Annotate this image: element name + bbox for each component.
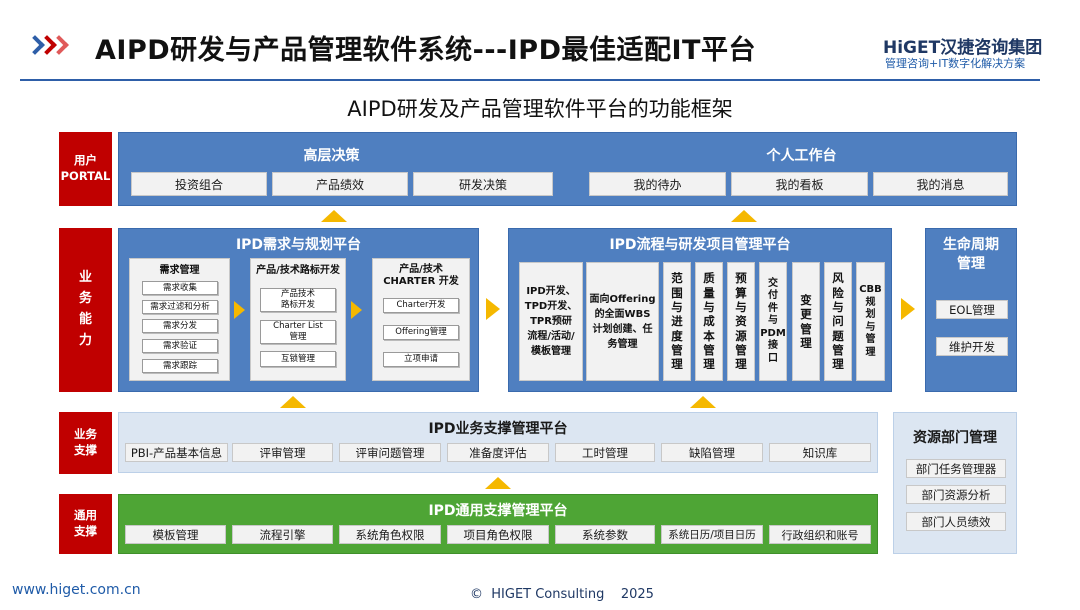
process-item-deliverables[interactable]: 交 付 件 与 PDM 接 口 [759, 262, 787, 381]
requirements-title: IPD需求与规划平台 [235, 237, 362, 253]
demand-management-title: 需求管理 [159, 265, 200, 276]
demand-item[interactable]: 需求验证 [142, 339, 218, 353]
row-label-portal: 用户 PORTAL [59, 132, 112, 206]
process-item-cbb[interactable]: CBB 规 划 与 管 理 [856, 262, 885, 381]
resource-item-performance[interactable]: 部门人员绩效 [906, 512, 1006, 531]
company-logo-title: HiGET汉捷咨询集团 [883, 38, 1043, 58]
row-label-common-line1: 通用 [74, 508, 97, 523]
row-label-business: 业 务 能 力 [59, 228, 112, 392]
portal-item-todo[interactable]: 我的待办 [589, 172, 726, 196]
row-label-common-line2: 支撑 [74, 524, 97, 538]
process-item-risk[interactable]: 风 险 与 问 题 管 理 [824, 262, 852, 381]
support-item-review-issues[interactable]: 评审问题管理 [339, 443, 441, 462]
requirements-panel: IPD需求与规划平台 需求管理 需求收集 需求过滤和分析 需求分发 需求验证 需… [118, 228, 479, 392]
lifecycle-item-eol[interactable]: EOL管理 [936, 300, 1008, 319]
roadmap-title: 产品/技术路标开发 [256, 265, 340, 276]
arrow-right-icon [901, 298, 915, 320]
support-item-review[interactable]: 评审管理 [232, 443, 333, 462]
lifecycle-item-maintenance[interactable]: 维护开发 [936, 337, 1008, 356]
support-item-defects[interactable]: 缺陷管理 [661, 443, 763, 462]
business-support-title: IPD业务支撑管理平台 [428, 421, 568, 437]
arrow-up-icon [321, 210, 347, 222]
row-label-business-char: 能 [78, 312, 92, 327]
arrow-up-icon [280, 396, 306, 408]
arrow-right-icon [351, 301, 362, 319]
lifecycle-title: 生命周期 管理 [943, 237, 999, 272]
support-item-readiness[interactable]: 准备度评估 [447, 443, 549, 462]
common-item-calendar[interactable]: 系统日历/项目日历 [661, 525, 763, 544]
common-item-project-roles[interactable]: 项目角色权限 [447, 525, 549, 544]
process-item-quality[interactable]: 质 量 与 成 本 管 理 [695, 262, 723, 381]
resource-item-analysis[interactable]: 部门资源分析 [906, 485, 1006, 504]
demand-management-box: 需求管理 需求收集 需求过滤和分析 需求分发 需求验证 需求跟踪 [129, 258, 230, 381]
row-label-business-char: 业 [78, 270, 92, 286]
resource-title: 资源部门管理 [913, 430, 997, 446]
demand-item[interactable]: 需求收集 [142, 281, 218, 295]
charter-item[interactable]: Charter开发 [383, 298, 459, 313]
demand-item[interactable]: 需求跟踪 [142, 359, 218, 373]
charter-item[interactable]: Offering管理 [383, 325, 459, 340]
arrow-up-icon [690, 396, 716, 408]
process-title: IPD流程与研发项目管理平台 [609, 237, 791, 253]
charter-title-line1: 产品/技术 [399, 264, 443, 275]
process-item-change[interactable]: 变 更 管 理 [792, 262, 820, 381]
process-item-scope[interactable]: 范 围 与 进 度 管 理 [663, 262, 691, 381]
footer-url[interactable]: www.higet.com.cn [12, 582, 141, 598]
row-label-business-char: 力 [78, 332, 92, 348]
charter-title-line2: CHARTER 开发 [383, 276, 459, 287]
process-item-budget[interactable]: 预 算 与 资 源 管 理 [727, 262, 755, 381]
row-label-business-char: 务 [78, 291, 92, 307]
roadmap-item[interactable]: 互锁管理 [260, 351, 336, 367]
lifecycle-panel: 生命周期 管理 EOL管理 维护开发 [925, 228, 1017, 392]
common-item-parameters[interactable]: 系统参数 [555, 525, 655, 544]
portal-panel: 高层决策 个人工作台 投资组合 产品绩效 研发决策 我的待办 我的看板 我的消息 [118, 132, 1017, 206]
charter-box: 产品/技术 CHARTER 开发 Charter开发 Offering管理 立项… [372, 258, 470, 381]
common-item-workflow[interactable]: 流程引擎 [232, 525, 333, 544]
process-panel: IPD流程与研发项目管理平台 IPD开发、 TPD开发、 TPR预研 流程/活动… [508, 228, 892, 392]
common-item-org-accounts[interactable]: 行政组织和账号 [769, 525, 871, 544]
common-item-system-roles[interactable]: 系统角色权限 [339, 525, 441, 544]
resource-panel: 资源部门管理 部门任务管理器 部门资源分析 部门人员绩效 [893, 412, 1017, 554]
demand-item[interactable]: 需求分发 [142, 319, 218, 333]
roadmap-box: 产品/技术路标开发 产品技术 路标开发 Charter List 管理 互锁管理 [250, 258, 346, 381]
process-item-wbs[interactable]: 面向Offering 的全面WBS 计划创建、任 务管理 [586, 262, 659, 381]
arrow-right-icon [234, 301, 245, 319]
footer-copyright: © HIGET Consulting 2025 [470, 587, 654, 602]
executive-title: 高层决策 [303, 148, 360, 164]
charter-item[interactable]: 立项申请 [383, 352, 459, 367]
common-support-title: IPD通用支撑管理平台 [428, 503, 568, 519]
page-title: AIPD研发与产品管理软件系统---IPD最佳适配IT平台 [95, 35, 756, 66]
support-item-knowledge[interactable]: 知识库 [769, 443, 871, 462]
chevron-icon-3 [49, 35, 69, 55]
portal-item-messages[interactable]: 我的消息 [873, 172, 1008, 196]
header-divider [20, 79, 1040, 81]
demand-item[interactable]: 需求过滤和分析 [142, 300, 218, 314]
support-item-timesheet[interactable]: 工时管理 [555, 443, 655, 462]
common-support-panel: IPD通用支撑管理平台 模板管理 流程引擎 系统角色权限 项目角色权限 系统参数… [118, 494, 878, 554]
resource-item-task[interactable]: 部门任务管理器 [906, 459, 1006, 478]
arrow-right-icon [486, 298, 500, 320]
arrow-up-icon [731, 210, 757, 222]
framework-subtitle: AIPD研发及产品管理软件平台的功能框架 [347, 97, 733, 121]
process-item-ipd-dev[interactable]: IPD开发、 TPD开发、 TPR预研 流程/活动/ 模板管理 [519, 262, 583, 381]
roadmap-item[interactable]: Charter List 管理 [260, 320, 336, 344]
row-label-support: 业务 支撑 [59, 412, 112, 474]
arrow-up-icon [485, 477, 511, 489]
roadmap-item[interactable]: 产品技术 路标开发 [260, 288, 336, 312]
support-item-pbi[interactable]: PBI-产品基本信息 [125, 443, 228, 462]
portal-item-performance[interactable]: 产品绩效 [272, 172, 408, 196]
row-label-common: 通用 支撑 [59, 494, 112, 554]
row-label-portal-line2: PORTAL [60, 169, 111, 183]
common-item-template[interactable]: 模板管理 [125, 525, 226, 544]
personal-title: 个人工作台 [766, 148, 837, 164]
row-label-portal-line1: 用户 [73, 153, 97, 168]
row-label-support-line1: 业务 [74, 427, 97, 442]
portal-item-investment[interactable]: 投资组合 [131, 172, 267, 196]
business-support-panel: IPD业务支撑管理平台 PBI-产品基本信息 评审管理 评审问题管理 准备度评估… [118, 412, 878, 473]
company-logo-subtitle: 管理咨询+IT数字化解决方案 [885, 57, 1026, 70]
row-label-support-line2: 支撑 [74, 443, 97, 457]
portal-item-rd-decision[interactable]: 研发决策 [413, 172, 553, 196]
portal-item-dashboard[interactable]: 我的看板 [731, 172, 868, 196]
